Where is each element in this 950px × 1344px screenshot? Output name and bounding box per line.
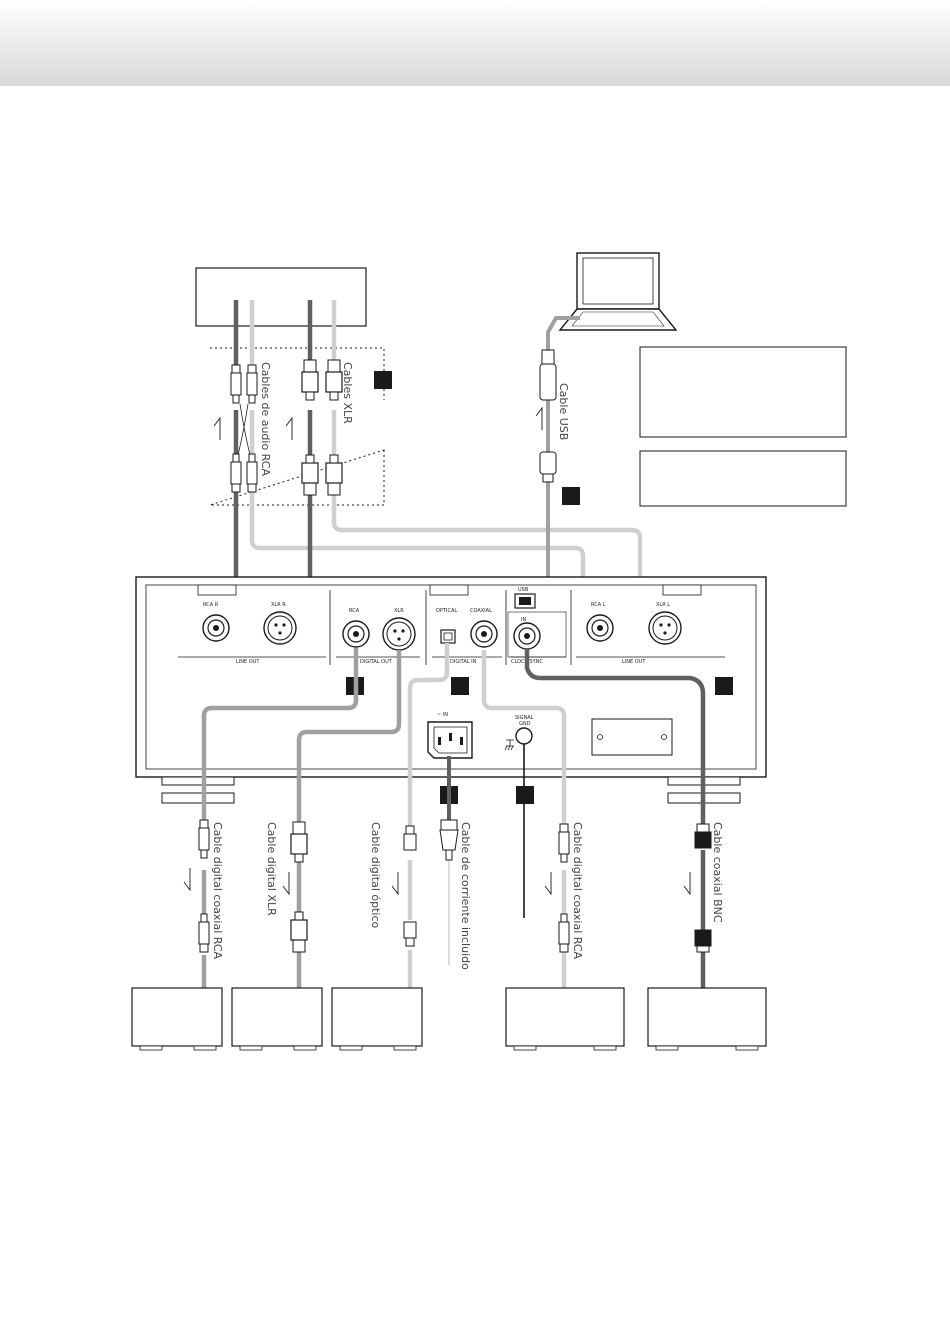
xlr-digital-label: Cable digital XLR bbox=[265, 822, 278, 916]
rca-plug-icon bbox=[230, 364, 242, 404]
xlr-l-port-label: XLR L bbox=[656, 602, 670, 608]
marker-square bbox=[715, 677, 733, 695]
digital-device bbox=[331, 987, 423, 1051]
bnc-coax-label: Cable coaxial BNC bbox=[711, 822, 724, 923]
xlr-plug-icon bbox=[290, 911, 308, 953]
xlr-digital-out-jack[interactable] bbox=[382, 617, 416, 651]
rca-plug-icon bbox=[230, 453, 242, 493]
xlr-plug-icon bbox=[325, 359, 343, 401]
marker-square bbox=[562, 487, 580, 505]
ac-inlet[interactable] bbox=[427, 721, 473, 759]
xlr-plug-icon bbox=[325, 454, 343, 496]
usb-port-label: USB bbox=[518, 587, 529, 593]
optical-port-label: OPTICAL bbox=[436, 608, 457, 614]
rca-plug-icon bbox=[198, 913, 210, 953]
rca-plug-icon bbox=[198, 819, 210, 859]
xlr-cable-l bbox=[331, 300, 662, 624]
rca-audio-cable-l bbox=[249, 300, 586, 612]
usb-plug-icon bbox=[539, 349, 557, 483]
optical-jack[interactable] bbox=[440, 629, 456, 644]
rca-audio-cables-label: Cables de audio RCA bbox=[259, 362, 272, 476]
power-plug-icon bbox=[439, 819, 459, 861]
marker-square bbox=[516, 786, 534, 804]
digital-device bbox=[131, 987, 223, 1051]
coaxial-in-jack[interactable] bbox=[470, 620, 498, 648]
xlr-cables-label: Cables XLR bbox=[341, 362, 354, 424]
bnc-clock-in-jack[interactable] bbox=[513, 622, 541, 650]
arrow-icon bbox=[183, 868, 691, 896]
xlr-plug-icon bbox=[301, 454, 319, 496]
xlr-port-label: XLR bbox=[394, 608, 404, 614]
laptop-icon bbox=[558, 252, 678, 331]
digital-out-label: DIGITAL OUT bbox=[360, 659, 393, 665]
coaxial-port-label: COAXIAL bbox=[470, 608, 492, 614]
rca-plug-icon bbox=[246, 453, 258, 493]
digital-in-label: DIGITAL IN bbox=[450, 659, 477, 665]
optical-plug-icon bbox=[403, 825, 417, 947]
usb-cable-label: Cable USB bbox=[557, 383, 570, 440]
rca-r-port-label: RCA R bbox=[203, 602, 219, 608]
info-box bbox=[639, 346, 847, 438]
rca-digital-out-jack[interactable] bbox=[342, 620, 370, 648]
rca-digital-coax-label: Cable digital coaxial RCA bbox=[571, 822, 584, 960]
xlr-r-jack[interactable] bbox=[263, 611, 297, 645]
rca-r-jack[interactable] bbox=[202, 614, 230, 642]
in-port-label: IN bbox=[521, 617, 526, 623]
arrow-icon bbox=[213, 406, 543, 440]
bnc-plug-icon bbox=[694, 823, 712, 953]
rca-plug-icon bbox=[558, 823, 570, 863]
xlr-plug-icon bbox=[290, 821, 308, 863]
gnd-label: GND bbox=[519, 721, 531, 727]
ground-symbol-icon bbox=[504, 739, 514, 751]
digital-device bbox=[231, 987, 323, 1051]
info-box bbox=[639, 450, 847, 507]
line-out-label: LINE OUT bbox=[622, 659, 646, 665]
rca-l-port-label: RCA L bbox=[591, 602, 606, 608]
usb-jack[interactable] bbox=[514, 593, 536, 609]
clock-device bbox=[647, 987, 767, 1051]
rca-plug-icon bbox=[246, 364, 258, 404]
ac-in-label: ~ IN bbox=[437, 712, 448, 718]
marker-square bbox=[451, 677, 469, 695]
rca-port-label: RCA bbox=[349, 608, 360, 614]
signal-gnd-terminal[interactable] bbox=[515, 727, 533, 745]
rca-plug-icon bbox=[558, 913, 570, 953]
xlr-l-jack[interactable] bbox=[648, 611, 682, 645]
page-header-band bbox=[0, 0, 950, 86]
marker-square bbox=[374, 371, 392, 389]
xlr-r-port-label: XLR R bbox=[271, 602, 286, 608]
optical-digital-label: Cable digital óptico bbox=[369, 822, 382, 929]
signal-label: SIGNAL bbox=[515, 715, 534, 721]
digital-device bbox=[505, 987, 625, 1051]
xlr-plug-icon bbox=[301, 359, 319, 401]
amplifier-device bbox=[195, 267, 367, 327]
line-out-label: LINE OUT bbox=[236, 659, 260, 665]
rca-l-jack[interactable] bbox=[586, 614, 614, 642]
power-cable-label: Cable de corriente incluido bbox=[459, 822, 472, 970]
dotted-cable-group bbox=[209, 347, 385, 506]
rca-digital-coax-label: Cable digital coaxial RCA bbox=[211, 822, 224, 960]
